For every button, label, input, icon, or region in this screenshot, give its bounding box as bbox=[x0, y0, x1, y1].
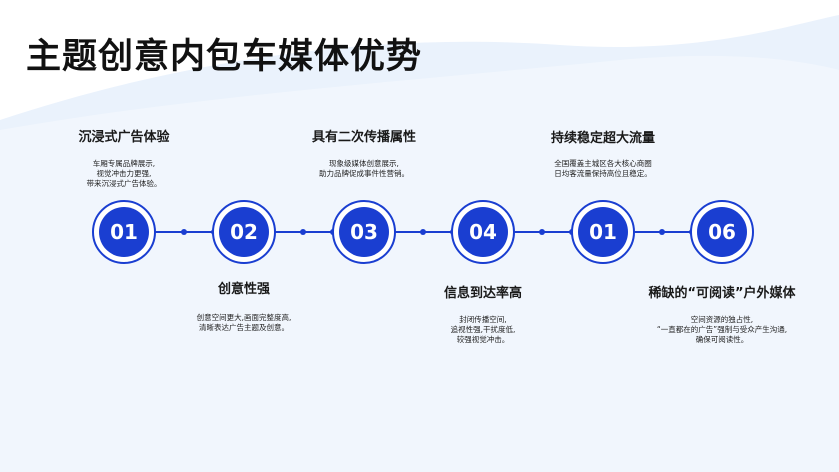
step-6-number: 06 bbox=[697, 207, 747, 257]
timeline-dot bbox=[659, 229, 665, 235]
step-4-number: 04 bbox=[458, 207, 508, 257]
step-1-number: 01 bbox=[99, 207, 149, 257]
step-1-title: 沉浸式广告体验 bbox=[78, 130, 170, 145]
step-5-title: 持续稳定超大流量 bbox=[550, 131, 655, 146]
step-1-node: 01 bbox=[92, 200, 156, 264]
step-5-description: 全国覆盖主城区各大核心商圈 日均客流量保持高位且稳定。 bbox=[554, 159, 652, 178]
step-6-title: 稀缺的“可阅读”户外媒体 bbox=[648, 286, 796, 301]
step-3-title: 具有二次传播属性 bbox=[311, 130, 416, 145]
timeline-dot bbox=[300, 229, 306, 235]
step-4-description: 封闭传播空间, 追视性强,干扰度低, 较强视觉冲击。 bbox=[450, 315, 516, 344]
step-2-title: 创意性强 bbox=[217, 282, 270, 297]
step-3-node: 03 bbox=[332, 200, 396, 264]
step-6-node: 06 bbox=[690, 200, 754, 264]
timeline-dot bbox=[539, 229, 545, 235]
step-3-number: 03 bbox=[339, 207, 389, 257]
timeline-dot bbox=[420, 229, 426, 235]
step-5-node: 01 bbox=[571, 200, 635, 264]
step-4-node: 04 bbox=[451, 200, 515, 264]
step-1-description: 车厢专属品牌展示, 视觉冲击力更强, 带来沉浸式广告体验。 bbox=[86, 159, 162, 188]
step-6-description: 空间资源的独占性, “一直都在的广告”强制与受众产生沟通, 确保可阅读性。 bbox=[656, 315, 788, 344]
step-2-number: 02 bbox=[219, 207, 269, 257]
step-2-description: 创意空间更大,画面完整度高, 清晰表达广告主题及创意。 bbox=[196, 313, 292, 332]
step-3-description: 现象级媒体创意展示, 助力品牌促成事件性营销。 bbox=[319, 159, 409, 178]
step-4-title: 信息到达率高 bbox=[443, 286, 522, 301]
step-5-number: 01 bbox=[578, 207, 628, 257]
page-title: 主题创意内包车媒体优势 bbox=[26, 37, 423, 77]
step-2-node: 02 bbox=[212, 200, 276, 264]
timeline-dot bbox=[181, 229, 187, 235]
